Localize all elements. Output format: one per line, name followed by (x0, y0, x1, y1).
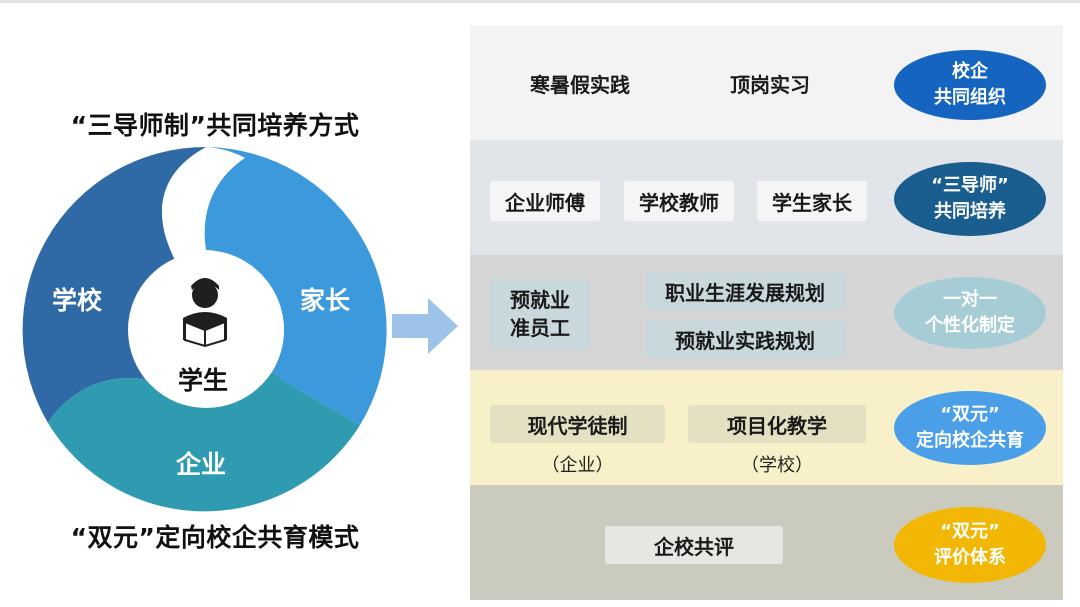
segment-label-school: 学校 (52, 286, 103, 315)
oval-line-1: 校企 (952, 61, 988, 82)
oval-line-2: 共同组织 (934, 87, 1006, 108)
item-project-teaching: 项目化教学 (688, 405, 866, 443)
oval-three-mentors: “三导师” 共同培养 (894, 162, 1046, 236)
item-practice-plan: 预就业实践规划 (645, 320, 845, 358)
item-pre-employment: 预就业 准员工 (490, 279, 590, 349)
segment-label-enterprise: 企业 (176, 450, 227, 479)
oval-dual-cultivation: “双元” 定向校企共育 (894, 391, 1046, 465)
item-pre-employment-line-1: 预就业 (510, 288, 570, 312)
item-enterprise-mentor: 企业师傅 (490, 181, 600, 221)
segment-label-parent: 家长 (300, 286, 351, 315)
item-pre-employment-line-2: 准员工 (510, 316, 570, 340)
item-internship: 顶岗实习 (730, 72, 810, 97)
note-enterprise: （企业） (541, 455, 614, 476)
right-arrow-icon (392, 298, 458, 354)
item-winter-summer-practice: 寒暑假实践 (530, 72, 630, 97)
title-three-mentor: “三导师制”共同培养方式 (70, 111, 360, 140)
oval-line-1: “三导师” (931, 175, 1009, 196)
student-reading-icon (183, 278, 227, 348)
top-divider (0, 0, 1080, 3)
item-student-parent: 学生家长 (757, 181, 867, 221)
item-career-plan: 职业生涯发展规划 (645, 272, 845, 310)
oval-line-2: 定向校企共育 (916, 430, 1024, 451)
oval-one-on-one: 一对一 个性化制定 (894, 277, 1046, 349)
oval-school-enterprise: 校企 共同组织 (894, 50, 1046, 120)
oval-line-2: 个性化制定 (925, 315, 1015, 336)
oval-dual-evaluation: “双元” 评价体系 (894, 507, 1046, 583)
segment-enterprise (48, 372, 360, 512)
note-school: （学校） (741, 455, 813, 476)
item-joint-evaluation: 企校共评 (605, 526, 783, 564)
oval-line-2: 评价体系 (934, 547, 1006, 568)
oval-line-1: “双元” (940, 404, 1000, 425)
cycle-diagram (22, 146, 387, 512)
title-dual-model: “双元”定向校企共育模式 (70, 523, 360, 552)
item-modern-apprenticeship: 现代学徒制 (490, 405, 665, 443)
oval-line-2: 共同培养 (934, 201, 1006, 222)
oval-line-1: 一对一 (943, 289, 997, 310)
center-label-student: 学生 (178, 366, 229, 395)
segment-parent (204, 147, 387, 425)
item-school-teacher: 学校教师 (624, 181, 734, 221)
segment-school (22, 146, 206, 424)
oval-line-1: “双元” (940, 521, 1000, 542)
